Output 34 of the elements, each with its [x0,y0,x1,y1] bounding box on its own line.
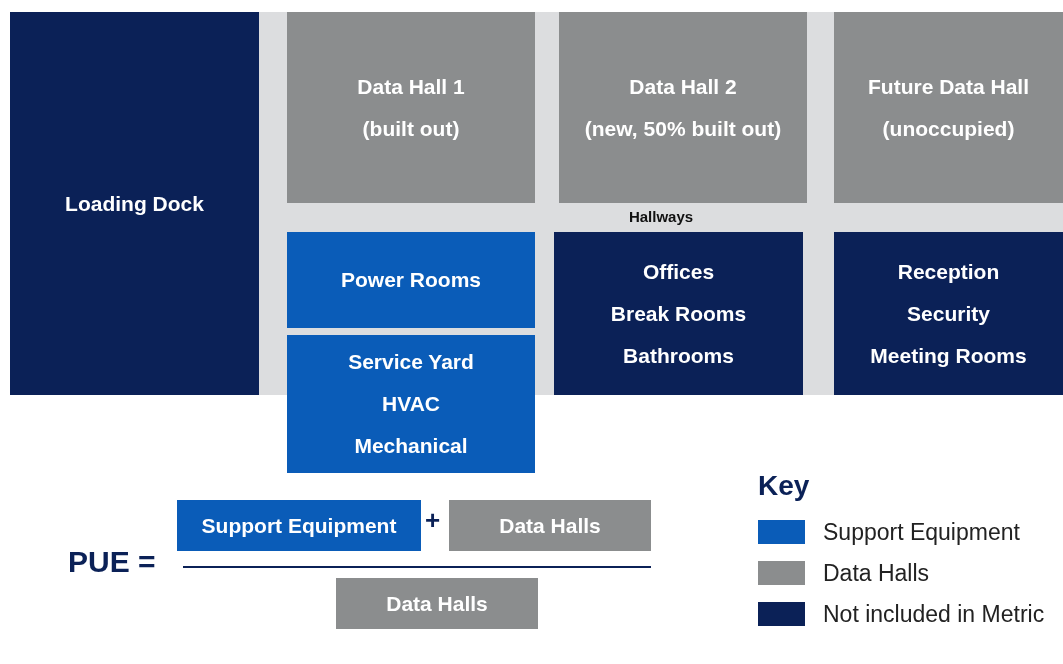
room-label: Meeting Rooms [870,342,1027,369]
room-label: Data Hall 1 [357,73,465,100]
room-label: Mechanical [354,433,468,459]
formula-term-box: Support Equipment [177,500,421,551]
hallway-area [259,12,1063,395]
legend-label: Data Halls [823,560,930,587]
room-label: (built out) [362,115,460,142]
room-block: Power Rooms [287,232,535,328]
room-label: Reception [897,258,1000,285]
room-label: Service Yard [348,349,474,375]
room-block [554,232,803,395]
data-hall-block [559,12,807,203]
room-label: HVAC [382,391,440,417]
room-label: Break Rooms [610,300,747,327]
room-label: (unoccupied) [882,115,1015,142]
room-label: Bathrooms [623,342,734,369]
formula-label: PUE = [68,545,156,579]
room-label: Future Data Hall [868,73,1029,100]
formula-term-box: Data Halls [449,500,651,551]
room-block [287,335,535,473]
plus-sign: + [425,505,441,536]
room-block: Loading Dock [10,12,259,395]
key-heading: Key [758,470,810,502]
room-block [834,232,1063,395]
room-label: Data Hall 2 [629,73,737,100]
legend-label: Not included in Metric [823,601,1045,628]
room-label: (new, 50% built out) [584,115,782,142]
legend-label: Support Equipment [823,519,1020,546]
data-hall-block [834,12,1063,203]
room-label: Offices [642,258,715,285]
formula-term-box: Data Halls [336,578,538,629]
data-hall-block [287,12,535,203]
room-label: Security [907,300,990,327]
area-label: Hallways [627,207,695,227]
